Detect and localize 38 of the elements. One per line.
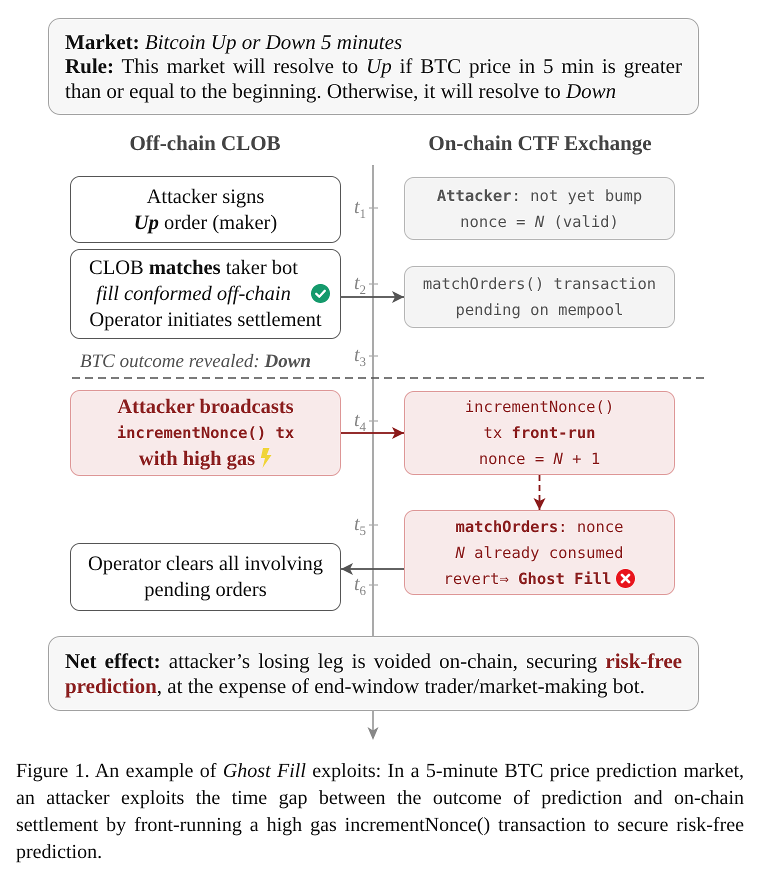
event-text: Operator clears all involving pending orders <box>86 552 324 603</box>
market-info-box <box>48 18 699 115</box>
time-label: t$_{4}$ <box>354 409 366 436</box>
figure-caption: Figure 1. An example of Ghost Fill exploits: In a 5-minute BTC price prediction market, an attacker exploits the time gap between the outcome of prediction and on-chain settlement by front-running a high gas incrementNonce() transaction to secure risk-free prediction. <box>16 759 744 865</box>
transaction-box <box>404 391 675 475</box>
event-note: BTC outcome revealed: Down <box>80 351 311 373</box>
column-heading: Off-chain CLOB <box>129 131 281 156</box>
market-text: Market: Bitcoin Up or Down 5 minutes <box>65 30 404 54</box>
transaction-box <box>404 177 675 240</box>
transaction-text: incrementNonce() tx front-run nonce = N + 1 <box>464 397 616 470</box>
transaction-box <box>404 510 675 595</box>
column-heading: On-chain CTF Exchange <box>428 131 652 156</box>
event-text: with high gas <box>138 447 256 472</box>
time-label: t$_{3}$ <box>354 344 366 371</box>
event-text: CLOB matches taker bot fill conformed off-chain <box>88 256 299 307</box>
event-box <box>70 176 341 243</box>
arrow <box>341 427 404 439</box>
arrow <box>534 475 546 510</box>
event-text: Operator initiates settlement <box>89 308 322 333</box>
time-label: t$_{5}$ <box>354 513 366 540</box>
time-label: t$_{2}$ <box>354 272 366 299</box>
rule-text: Rule: This market will resolve to Up if BTC price in 5 min is greater than or equal to the beginning. Otherwise, it will resolve to Down <box>65 54 682 104</box>
event-text: Attacker broadcasts <box>117 395 294 420</box>
event-box <box>70 249 341 339</box>
time-label: t$_{6}$ <box>354 573 366 600</box>
transaction-text: Attacker: not yet bump nonce = N (valid) <box>436 186 644 232</box>
transaction-box <box>404 266 675 328</box>
summary-text: Net effect: attacker’s losing leg is voided on-chain, securing risk-free prediction, at the expense of end-window trader/market-making bot. <box>65 649 682 698</box>
arrow <box>341 291 404 303</box>
event-text: incrementNonce() tx <box>116 423 294 444</box>
transaction-text: matchOrders() transaction pending on mempool <box>422 274 658 321</box>
event-box <box>70 390 341 476</box>
summary-box <box>48 636 699 711</box>
event-box <box>70 543 341 611</box>
arrow <box>341 563 404 575</box>
transaction-text: revert⇒ Ghost Fill <box>444 568 612 590</box>
time-label: t$_{1}$ <box>354 196 366 223</box>
event-text: Attacker signs Up order (maker) <box>132 184 278 236</box>
